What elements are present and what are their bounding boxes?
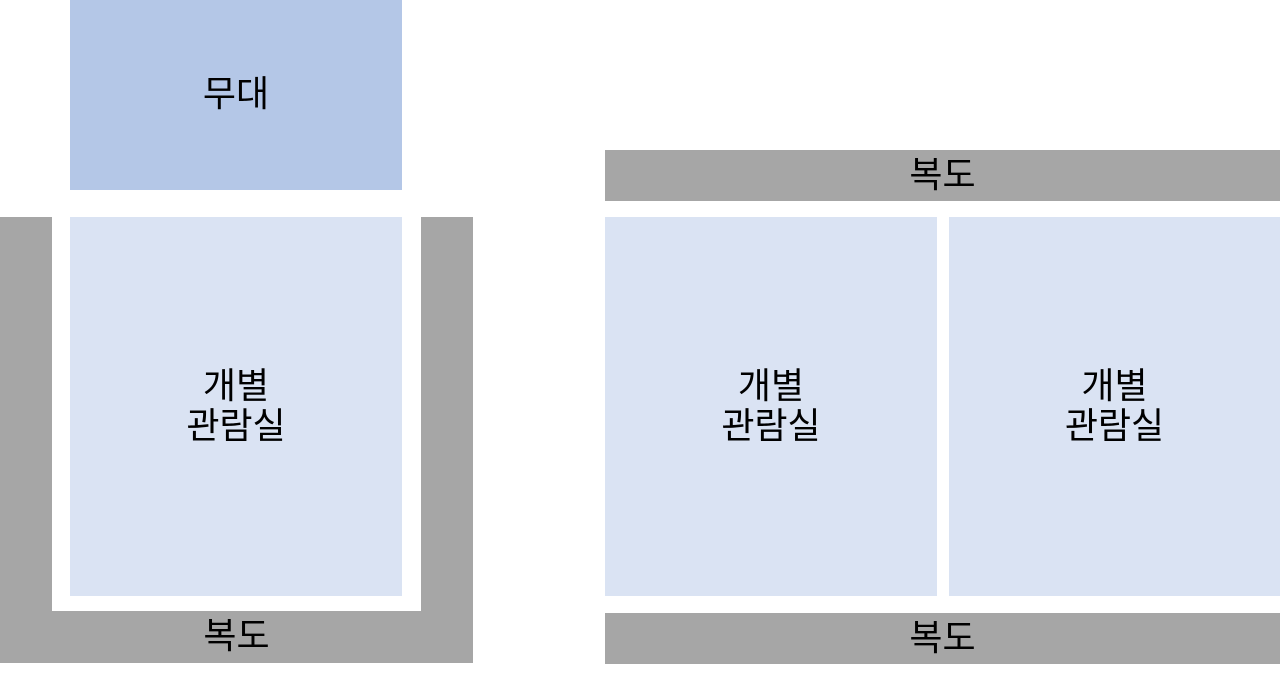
right-corridor-top-label: 복도 bbox=[909, 154, 976, 196]
left-corridor-label: 복도 bbox=[203, 616, 270, 657]
left-corridor-right-wing bbox=[421, 217, 473, 663]
left-viewing-room-label: 개별 관람실 bbox=[186, 365, 286, 447]
left-viewing-room: 개별 관람실 bbox=[70, 217, 402, 596]
right-corridor-bottom: 복도 bbox=[605, 613, 1280, 664]
right-corridor-top: 복도 bbox=[605, 150, 1280, 201]
left-corridor-bottom bbox=[0, 611, 473, 663]
left-corridor-label-box: 복도 bbox=[0, 611, 473, 663]
left-corridor-left-wing bbox=[0, 217, 52, 663]
right-corridor-bottom-label: 복도 bbox=[909, 617, 976, 659]
stage-label: 무대 bbox=[202, 74, 270, 115]
right-viewing-room-2: 개별 관람실 bbox=[949, 217, 1280, 596]
right-viewing-room-1: 개별 관람실 bbox=[605, 217, 937, 596]
right-viewing-room-2-label: 개별 관람실 bbox=[1064, 365, 1165, 447]
stage-block: 무대 bbox=[70, 0, 402, 190]
right-viewing-room-1-label: 개별 관람실 bbox=[721, 365, 821, 447]
